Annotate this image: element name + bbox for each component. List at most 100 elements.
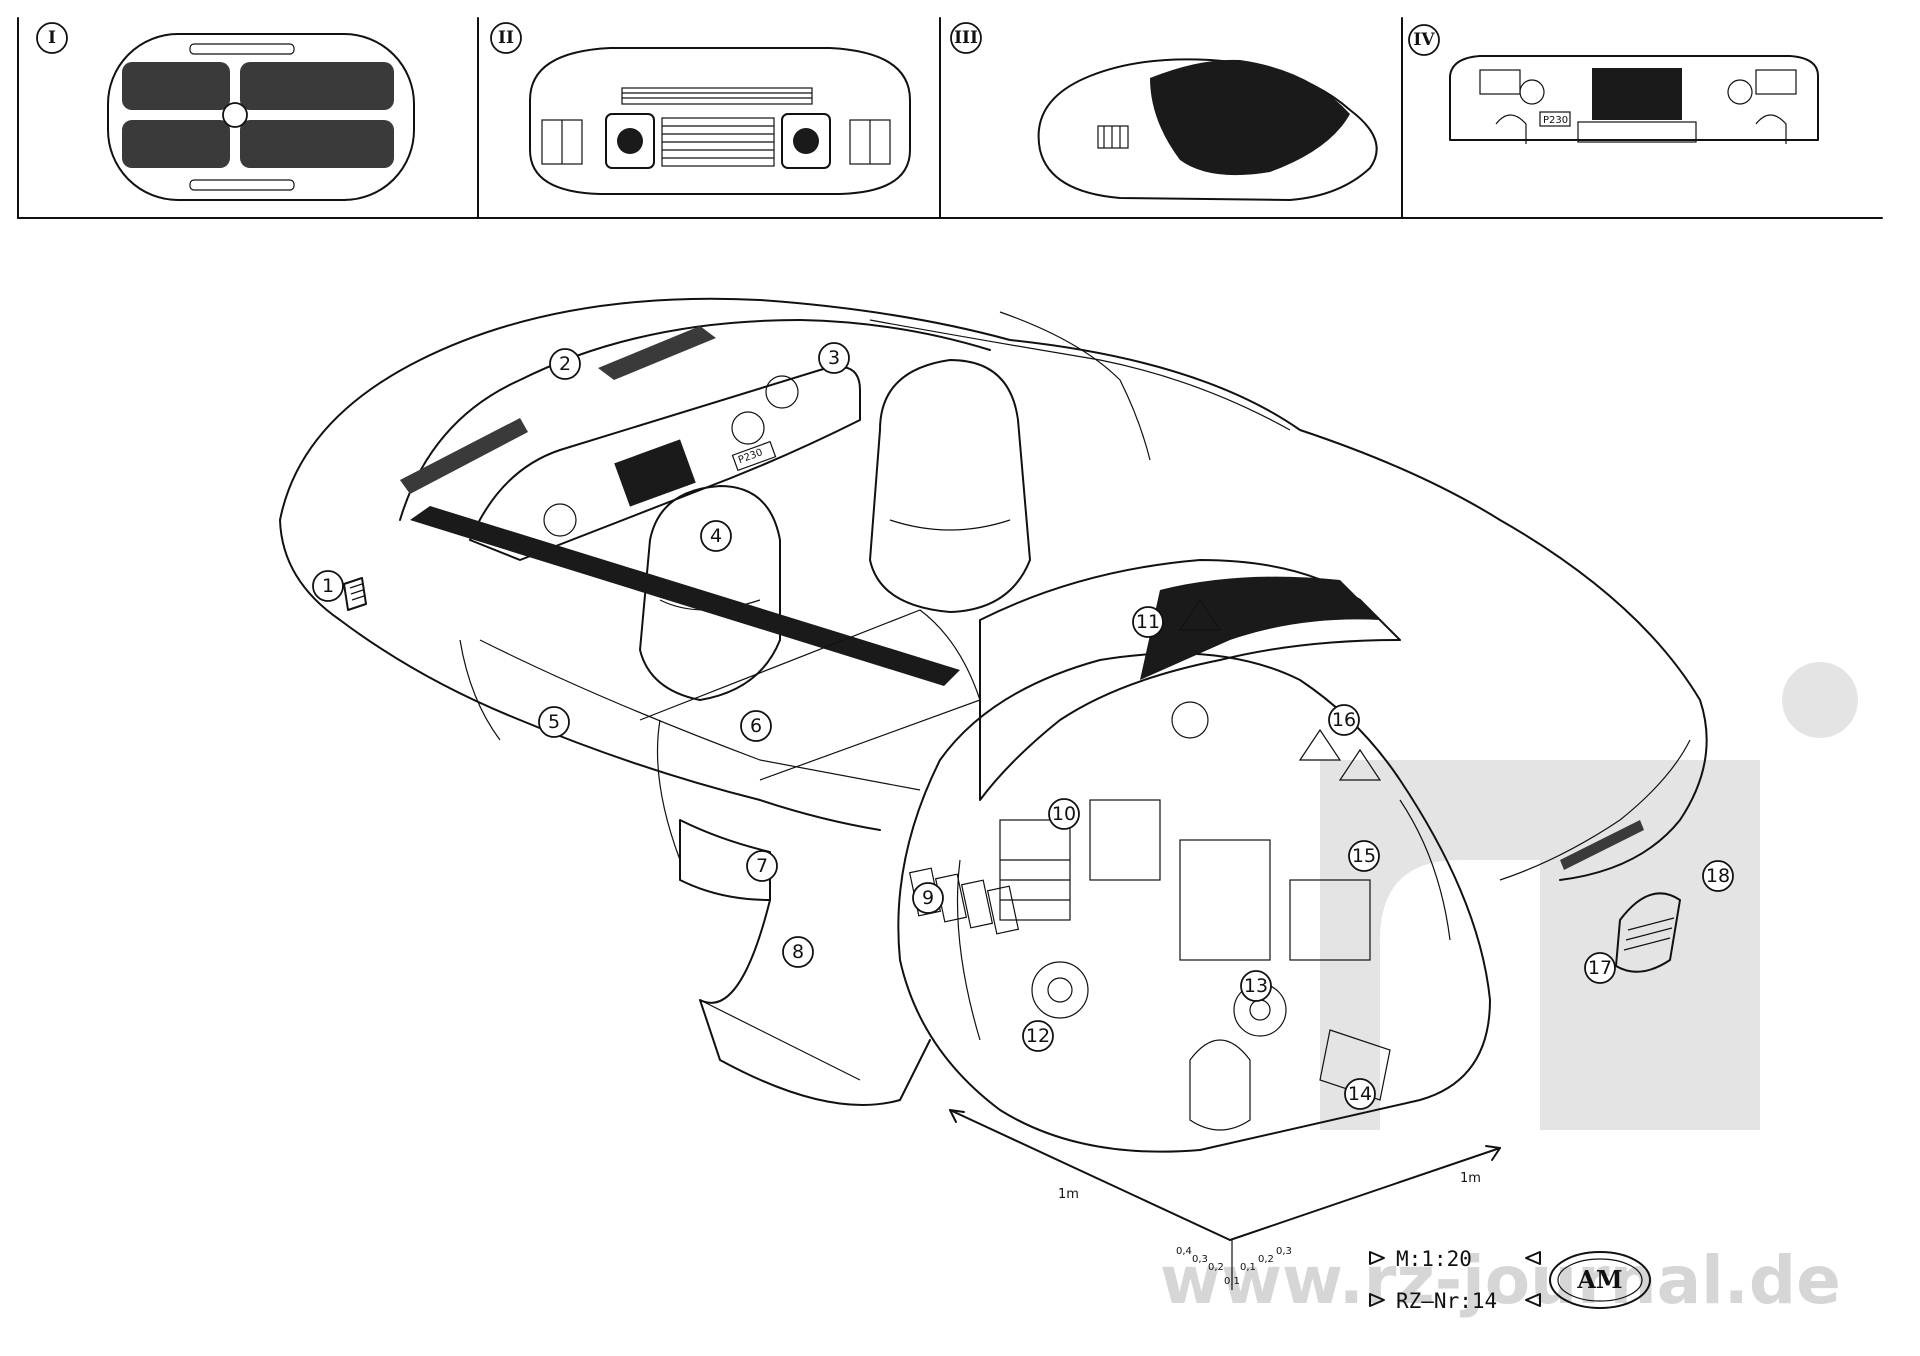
headlight-left <box>605 113 655 169</box>
front-side-grille <box>343 577 367 611</box>
am-logo: AM <box>1549 1251 1651 1309</box>
height-tick-label: 0,4 <box>1176 1246 1192 1257</box>
headlight-right <box>781 113 831 169</box>
svg-text:10: 10 <box>1052 803 1076 825</box>
seat-panel <box>122 62 230 110</box>
svg-text:7: 7 <box>756 855 768 877</box>
cockpit-dashboard: P230 <box>469 365 861 561</box>
front-grille-top <box>621 87 813 105</box>
readout-box <box>1539 111 1571 127</box>
callout-7: 7 <box>746 850 778 882</box>
svg-text:4: 4 <box>710 525 722 547</box>
watermark-url: www.rz-journal.de <box>1160 1242 1841 1319</box>
scale-label: M:1:20 <box>1396 1247 1472 1271</box>
height-tick-label: 0,2 <box>1208 1262 1224 1273</box>
top-vent-front <box>189 43 295 55</box>
height-scale: 0,4 0,3 0,2 0,1 <box>1176 1240 1240 1290</box>
gauge-dial <box>1727 79 1753 105</box>
dimension-label-right: 1m <box>1460 1171 1481 1186</box>
engine-block <box>1179 839 1271 961</box>
header-strip <box>17 17 1883 219</box>
dashboard-outline <box>1449 55 1819 141</box>
dimension-arrow-right: 1m <box>1229 1145 1501 1241</box>
panel-top-view: I <box>36 22 415 201</box>
watermark: www.rz-journal.de <box>1160 662 1858 1319</box>
depth-tick-label: 0,2 <box>1258 1254 1274 1265</box>
body-shell-lower-left <box>279 519 881 831</box>
gauge-dial <box>1519 79 1545 105</box>
engine-hatch-grille <box>1140 576 1380 680</box>
door-seam <box>656 719 681 861</box>
front-grille-center <box>661 117 775 167</box>
reactor-cone <box>1338 748 1382 781</box>
drawing-number-line: RZ–Nr:14 <box>1369 1289 1541 1313</box>
callout-4: 4 <box>700 520 732 552</box>
door-seam <box>459 639 501 741</box>
engine-block <box>999 819 1071 921</box>
callout-12: 12 <box>1022 1020 1054 1052</box>
vehicle-front-outline <box>529 47 911 195</box>
bench <box>639 609 981 781</box>
seat-panel <box>240 62 394 110</box>
thruster-nozzle <box>1189 1039 1251 1131</box>
svg-text:6: 6 <box>750 715 762 737</box>
svg-text:5: 5 <box>548 711 560 733</box>
seat-belt <box>410 506 960 686</box>
callout-5: 5 <box>538 706 570 738</box>
canopy-rail <box>869 319 1291 431</box>
vehicle-top-outline <box>107 33 415 201</box>
cabin-floor <box>479 639 921 791</box>
readout-text: P230 <box>1543 115 1568 126</box>
callout-14: 14 <box>1344 1078 1376 1110</box>
callout-16: 16 <box>1328 704 1360 736</box>
depth-scale: 0,1 0,2 0,3 <box>1240 1246 1292 1273</box>
reactor-cone <box>1178 598 1222 631</box>
engine-block <box>1089 799 1161 881</box>
canopy-glass <box>1150 59 1350 176</box>
dashboard-screen <box>1592 68 1682 120</box>
hose <box>956 859 981 1041</box>
engine-cutaway <box>897 559 1491 1153</box>
thruster-nozzle <box>1319 1029 1391 1101</box>
main-cutaway-drawing: P230 <box>279 297 1708 1153</box>
panel-perspective-view: III <box>950 22 1378 201</box>
panel-front-view: II <box>490 22 911 195</box>
panel-numeral: III <box>954 28 978 48</box>
svg-text:3: 3 <box>828 347 840 369</box>
engine-block <box>1289 879 1371 961</box>
vehicle-perspective-outline <box>1037 58 1378 201</box>
callout-10: 10 <box>1048 798 1080 830</box>
seat-panel <box>240 120 394 168</box>
control-stick-right <box>1755 114 1787 144</box>
callout-17: 17 <box>1584 952 1616 984</box>
turbine-wheel <box>1031 961 1089 1019</box>
panel-numeral: I <box>48 28 56 48</box>
top-vent-rear <box>189 179 295 191</box>
svg-text:9: 9 <box>922 887 934 909</box>
dimension-label-left: 1m <box>1058 1187 1079 1202</box>
scale-line: M:1:20 <box>1369 1247 1541 1271</box>
callout-8: 8 <box>782 936 814 968</box>
callout-2: 2 <box>549 348 581 380</box>
callout-9: 9 <box>912 882 944 914</box>
dimension-indicators: 1m 1m 0,4 0,3 0,2 0,1 0,1 0,2 0,3 <box>949 1109 1501 1290</box>
panel-numeral: IV <box>1413 30 1435 50</box>
canopy-arch <box>999 311 1151 461</box>
height-tick-label: 0,3 <box>1192 1254 1208 1265</box>
svg-text:11: 11 <box>1136 611 1160 633</box>
roof-vent <box>598 326 716 380</box>
control-stick-left <box>1495 114 1527 144</box>
gauge-block <box>1479 69 1521 95</box>
svg-text:1: 1 <box>322 575 334 597</box>
panel-label-circle <box>950 22 982 54</box>
drawing-number: RZ–Nr:14 <box>1396 1289 1497 1313</box>
dashboard-keyboard <box>1577 121 1697 143</box>
seat-panel <box>122 120 230 168</box>
panel-label-circle <box>1408 24 1440 56</box>
svg-text:2: 2 <box>559 353 571 375</box>
svg-text:8: 8 <box>792 941 804 963</box>
callouts: 1 2 3 4 5 6 7 8 <box>312 342 1734 1110</box>
callout-15: 15 <box>1348 840 1380 872</box>
reactor-cone <box>1298 728 1342 761</box>
